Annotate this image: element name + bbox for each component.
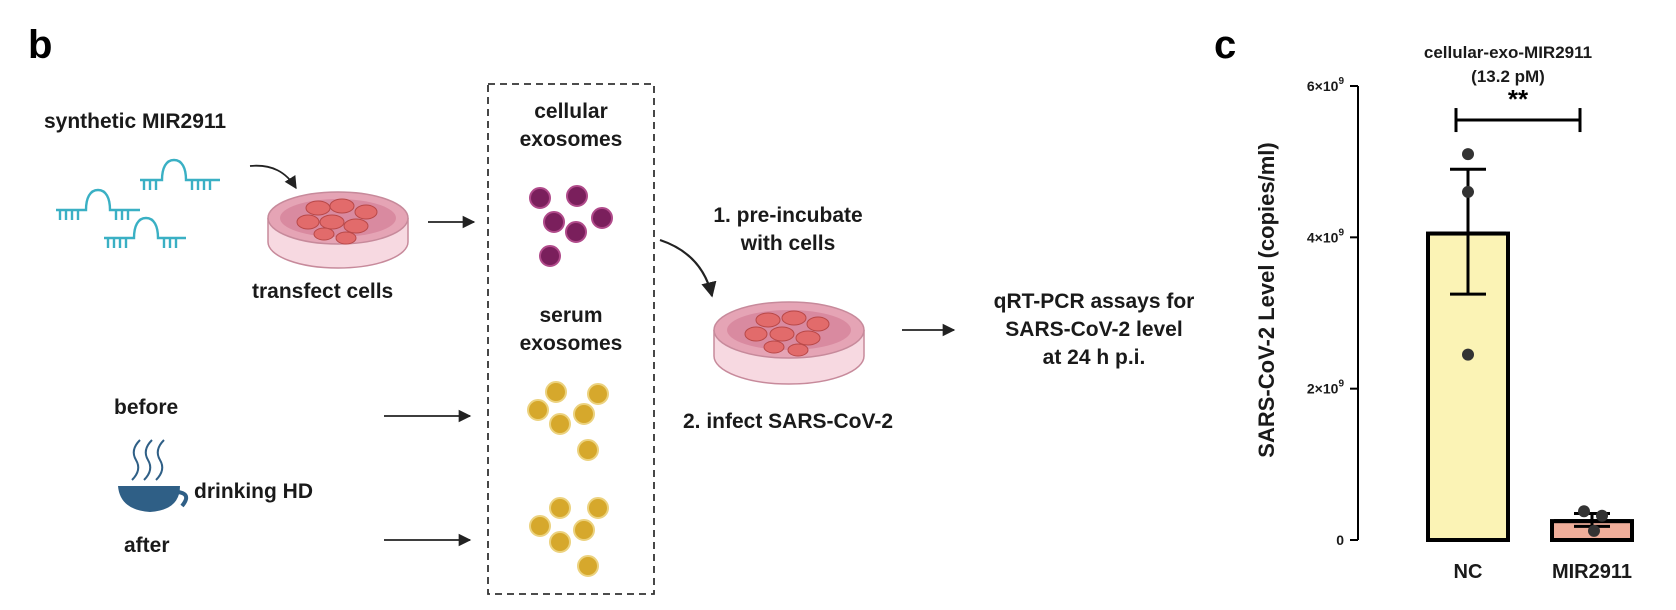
chart-title-line-2: (13.2 pM) xyxy=(1471,67,1545,86)
data-point xyxy=(1462,185,1474,198)
serum-exosomes-label-1: serum xyxy=(539,304,602,327)
significance-label: ** xyxy=(1508,84,1529,114)
chart-plot-area: 0 2×109 4×109 6×109 NC MIR2911 ** xyxy=(1307,76,1634,583)
data-point xyxy=(1578,505,1590,518)
transfect-cells-label: transfect cells xyxy=(252,280,393,303)
y-axis-title: SARS-CoV-2 Level (copies/ml) xyxy=(1254,142,1279,457)
qrtpcr-label-2: SARS-CoV-2 level xyxy=(1005,318,1182,341)
petri-dish-infect-icon xyxy=(713,301,865,385)
y-tick-label: 4×109 xyxy=(1307,227,1345,245)
cellular-exosome-icon xyxy=(529,185,613,267)
significance-bracket xyxy=(1454,108,1582,133)
panel-c-label: c xyxy=(1214,23,1236,67)
y-tick-label: 0 xyxy=(1336,532,1344,548)
exosome-group-box xyxy=(487,83,655,595)
curved-arrow-icon xyxy=(249,164,297,190)
qrtpcr-label-3: at 24 h p.i. xyxy=(1043,346,1146,369)
preincubate-label-1: 1. pre-incubate xyxy=(713,204,862,227)
x-tick-label: NC xyxy=(1454,561,1483,583)
preincubate-label-2: with cells xyxy=(740,232,836,255)
petri-dish-icon xyxy=(267,191,409,269)
synthetic-mir2911-label: synthetic MIR2911 xyxy=(44,110,226,133)
data-point xyxy=(1588,524,1600,537)
cellular-exosomes-label-1: cellular xyxy=(534,100,608,123)
rna-hairpin-icon xyxy=(56,158,220,248)
infect-label: 2. infect SARS-CoV-2 xyxy=(683,410,893,433)
qrtpcr-label-1: qRT-PCR assays for xyxy=(994,290,1195,313)
chart-title-line-1: cellular-exo-MIR2911 xyxy=(1424,43,1592,62)
y-tick-label: 6×109 xyxy=(1307,76,1345,94)
serum-exosome-before-icon xyxy=(527,381,609,461)
cellular-exosomes-label-2: exosomes xyxy=(520,128,623,151)
before-label: before xyxy=(114,396,178,419)
tea-cup-icon xyxy=(118,439,189,512)
after-label: after xyxy=(124,534,170,557)
panel-b-label: b xyxy=(28,23,52,67)
serum-exosomes-label-2: exosomes xyxy=(520,332,623,355)
data-point xyxy=(1596,509,1608,522)
data-point xyxy=(1462,348,1474,361)
data-point xyxy=(1462,148,1474,161)
y-tick-label: 2×109 xyxy=(1307,379,1345,397)
x-tick-label: MIR2911 xyxy=(1552,561,1632,583)
preincubate-arrow-icon xyxy=(659,238,717,298)
drinking-hd-label: drinking HD xyxy=(194,480,313,503)
serum-exosome-after-icon xyxy=(529,497,609,577)
